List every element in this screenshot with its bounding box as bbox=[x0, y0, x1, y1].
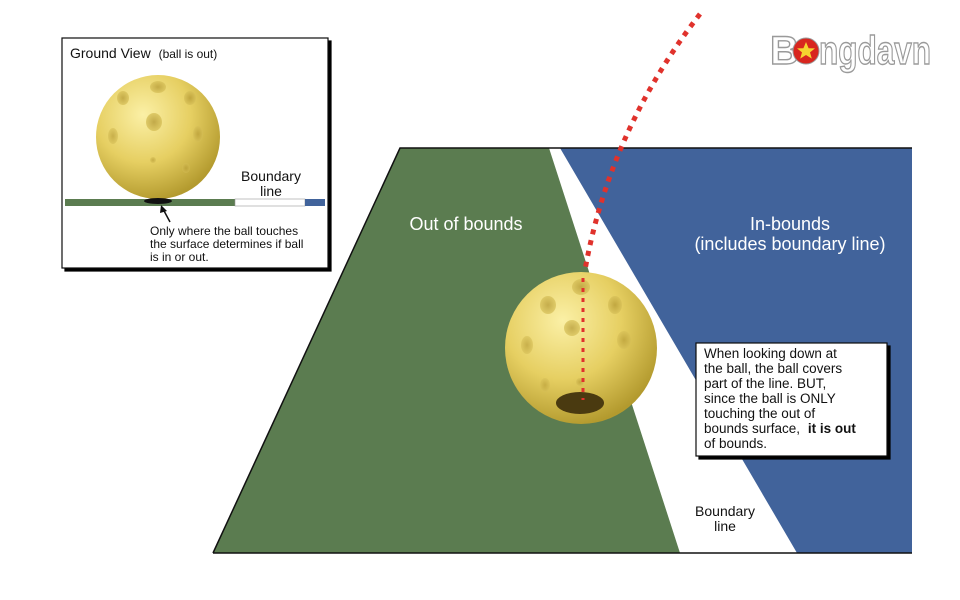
court-boundary-label: Boundary bbox=[695, 503, 755, 519]
inset-ball bbox=[96, 75, 220, 199]
inset-arrow-icon bbox=[160, 205, 171, 223]
callout-line-6: bounds surface, it is out bbox=[704, 421, 856, 436]
inset-contact-point bbox=[144, 198, 172, 204]
inset-boundary-line bbox=[234, 198, 306, 207]
in-bounds-label: In-bounds bbox=[750, 214, 830, 234]
ground-view-inset: Ground View (ball is out) Boundary line bbox=[61, 37, 329, 269]
inset-in-surface bbox=[305, 199, 325, 206]
out-of-bounds-area bbox=[213, 148, 680, 553]
inset-boundary-label-line2: line bbox=[260, 183, 282, 199]
inset-note-line-2: the surface determines if ball bbox=[150, 237, 303, 251]
callout-box: When looking down at the ball, the ball … bbox=[695, 342, 888, 457]
court-outline bbox=[212, 147, 912, 554]
inset-note-line-1: Only where the ball touches bbox=[150, 224, 298, 238]
inset-title-main: Ground View bbox=[70, 45, 152, 61]
callout-line-6-plain: bounds surface, bbox=[704, 421, 800, 436]
inset-title-note: (ball is out) bbox=[159, 47, 218, 61]
in-bounds-sublabel: (includes boundary line) bbox=[694, 234, 885, 254]
ball-contact-shadow bbox=[556, 392, 604, 414]
ball-main bbox=[505, 272, 657, 424]
court: Out of bounds In-bounds (includes bounda… bbox=[212, 147, 912, 554]
soccer-ball-star-icon bbox=[792, 37, 820, 65]
logo-text: ngdavn bbox=[819, 29, 931, 73]
callout-line-5: touching the out of bbox=[704, 406, 815, 421]
callout-line-7: of bounds. bbox=[704, 436, 767, 451]
out-of-bounds-label: Out of bounds bbox=[409, 214, 522, 234]
callout-line-1: When looking down at bbox=[704, 346, 837, 361]
bongdavn-logo: B ngdavn bbox=[769, 28, 931, 73]
inset-title: Ground View (ball is out) bbox=[70, 45, 217, 61]
court-boundary-label-line2: line bbox=[714, 518, 736, 534]
inset-boundary-label: Boundary bbox=[241, 168, 301, 184]
callout-line-2: the ball, the ball covers bbox=[704, 361, 842, 376]
callout-line-3: part of the line. BUT, bbox=[704, 376, 826, 391]
inset-note-line-3: is in or out. bbox=[150, 250, 209, 264]
callout-line-4: since the ball is ONLY bbox=[704, 391, 836, 406]
callout-line-6-bold: it is out bbox=[808, 421, 856, 436]
